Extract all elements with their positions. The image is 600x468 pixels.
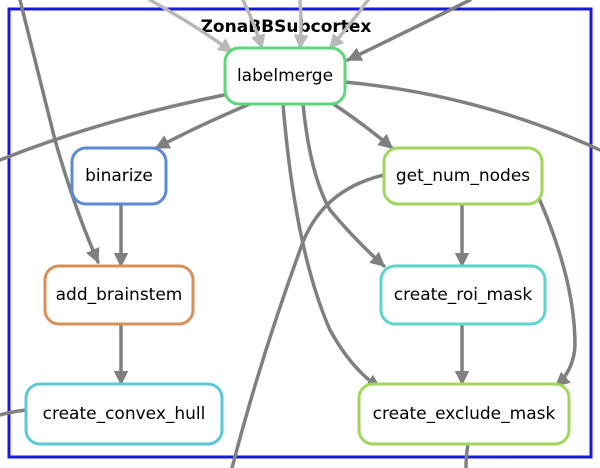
edge-labelmerge-to-create-exclude-mask — [281, 102, 382, 390]
node-create-roi-mask[interactable]: create_roi_mask — [379, 264, 547, 326]
node-label-get-num-nodes: get_num_nodes — [396, 166, 530, 186]
node-box-labelmerge — [223, 46, 347, 106]
node-label-create-roi-mask: create_roi_mask — [394, 285, 533, 305]
node-box-create-convex-hull — [24, 382, 224, 446]
pass-through-edge — [343, 80, 600, 152]
node-box-get-num-nodes — [382, 146, 544, 206]
incoming-edge — [328, 0, 370, 50]
node-labelmerge[interactable]: labelmerge — [223, 46, 347, 106]
node-box-binarize — [70, 146, 168, 206]
incoming-edge — [241, 0, 266, 50]
node-get-num-nodes[interactable]: get_num_nodes — [382, 146, 544, 206]
pass-through-edge — [0, 93, 226, 162]
node-binarize[interactable]: binarize — [70, 146, 168, 206]
cluster-title: ZonaBBSubcortex — [201, 17, 372, 37]
incoming-edge — [346, 0, 472, 62]
node-box-create-exclude-mask — [357, 382, 571, 446]
node-label-binarize: binarize — [85, 166, 153, 186]
pass-through-edge — [464, 442, 470, 468]
incoming-edge — [148, 0, 234, 54]
incoming-edge — [293, 0, 309, 50]
node-box-add-brainstem — [43, 264, 195, 326]
edge-labelmerge-to-create-roi-mask — [301, 102, 386, 268]
edge-labelmerge-to-get-num-nodes — [330, 101, 394, 150]
edge-labelmerge-to-binarize — [154, 101, 254, 150]
node-create-convex-hull[interactable]: create_convex_hull — [24, 382, 224, 446]
node-label-add-brainstem: add_brainstem — [56, 285, 183, 305]
node-label-create-exclude-mask: create_exclude_mask — [373, 404, 556, 424]
node-label-labelmerge: labelmerge — [237, 66, 333, 86]
edge-get-num-nodes-to-create-exclude-mask — [536, 194, 577, 388]
pass-through-edge — [230, 173, 386, 468]
node-add-brainstem[interactable]: add_brainstem — [43, 264, 195, 326]
node-label-create-convex-hull: create_convex_hull — [43, 404, 206, 424]
node-box-create-roi-mask — [379, 264, 547, 326]
pass-through-edge — [0, 408, 28, 417]
node-create-exclude-mask[interactable]: create_exclude_mask — [357, 382, 571, 446]
